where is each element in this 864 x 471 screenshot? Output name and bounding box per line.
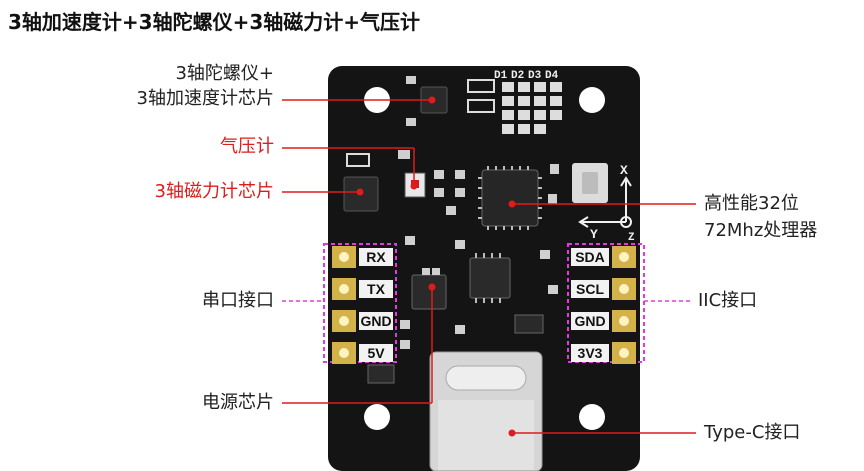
mcu-chip xyxy=(481,169,539,227)
led-label-d3: D3 xyxy=(528,70,542,82)
label-imu-line1: 3轴陀螺仪+ xyxy=(175,63,274,84)
pin-sda: SDA xyxy=(575,249,605,265)
label-iic: IIC接口 xyxy=(698,290,758,311)
label-uart: 串口接口 xyxy=(202,290,274,311)
pin-gnd-right: GND xyxy=(574,313,605,329)
led-label-d4: D4 xyxy=(545,70,559,82)
pin-tx: TX xyxy=(367,281,386,297)
page-title: 3轴加速度计+3轴陀螺仪+3轴磁力计+气压计 xyxy=(8,10,421,34)
label-power-chip: 电源芯片 xyxy=(202,392,274,413)
usb-typec-connector xyxy=(429,351,543,471)
label-typec: Type-C接口 xyxy=(704,422,801,443)
mounting-hole-bottom-left xyxy=(364,404,390,430)
pin-rx: RX xyxy=(366,249,386,265)
uart-bridge-chip xyxy=(469,257,511,299)
led-label-d1: D1 xyxy=(494,70,508,82)
label-mcu-line1: 高性能32位 xyxy=(704,193,799,214)
led-cluster xyxy=(467,79,562,134)
pin-scl: SCL xyxy=(576,281,604,297)
mounting-hole-top-right xyxy=(579,87,605,113)
pin-gnd-left: GND xyxy=(360,313,391,329)
pin-5v: 5V xyxy=(367,345,385,361)
label-mcu-line2: 72Mhz处理器 xyxy=(704,220,818,241)
mounting-hole-bottom-right xyxy=(579,404,605,430)
label-magnetometer: 3轴磁力计芯片 xyxy=(154,181,274,202)
label-barometer: 气压计 xyxy=(220,136,274,157)
power-chip xyxy=(411,274,447,310)
iic-pads xyxy=(612,246,636,364)
label-imu-line2: 3轴加速度计芯片 xyxy=(136,88,274,109)
uart-pads xyxy=(332,246,356,364)
leader-lines xyxy=(282,99,696,434)
axis-y-label: Y xyxy=(590,227,598,242)
pin-3v3: 3V3 xyxy=(578,345,603,361)
axis-x-label: X xyxy=(620,163,628,178)
axis-z-label: Z xyxy=(628,232,635,244)
led-label-d2: D2 xyxy=(511,70,524,82)
axis-indicator xyxy=(578,176,632,228)
